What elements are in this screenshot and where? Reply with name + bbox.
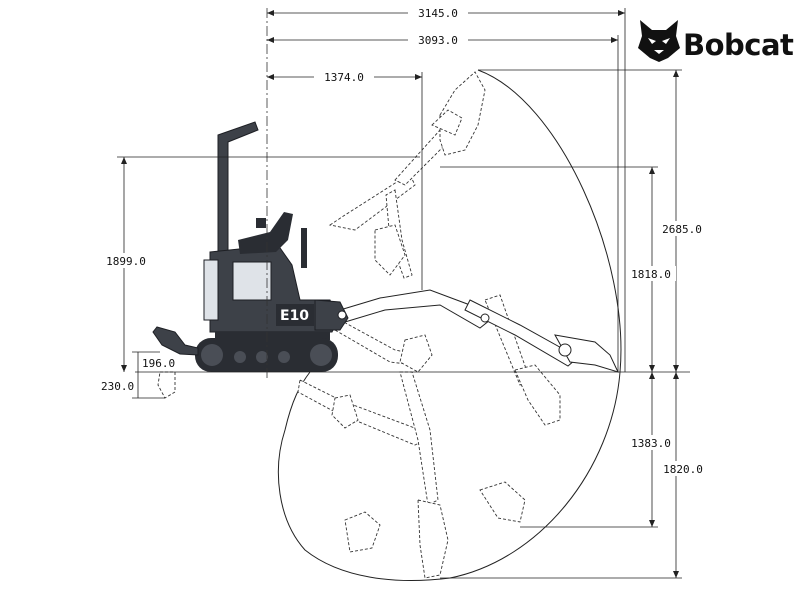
- ghost-arm-positions: [297, 71, 561, 579]
- dimension-lines: 3145.0 3093.0 1374.0 1899.0 196.0 230.0: [100, 5, 708, 579]
- extended-arm: [339, 289, 619, 373]
- boom-lever: [301, 228, 307, 268]
- track-rollers: [201, 344, 332, 366]
- dim-label-left-height: 1899.0: [106, 255, 146, 268]
- dim-label-right-inner-height: 1818.0: [631, 268, 671, 281]
- ghost-boom-raised: [328, 174, 416, 231]
- ghost-bucket-top: [439, 71, 486, 156]
- ghost-bucket-deep-left: [344, 511, 381, 553]
- dim-label-top-second: 3093.0: [418, 34, 458, 47]
- swing-bracket: [314, 299, 349, 331]
- excavator-machine: E10: [152, 121, 349, 399]
- rear-panel: [203, 259, 219, 321]
- ghost-bucket-low-left: [331, 394, 359, 429]
- dim-label-blade-drop: 230.0: [101, 380, 134, 393]
- ghost-bucket-right: [514, 364, 561, 426]
- rops-frame: [217, 121, 259, 256]
- dim-label-top-overall: 3145.0: [418, 7, 458, 20]
- dim-label-right-outer-height: 2685.0: [662, 223, 702, 236]
- dim-label-bg: [408, 5, 468, 20]
- dim-label-top-short: 1374.0: [324, 71, 364, 84]
- dim-label-right-outer-depth: 1820.0: [663, 463, 703, 476]
- model-badge: E10: [280, 308, 309, 324]
- extended-pin-2: [558, 343, 572, 357]
- ghost-bucket-deep-right: [479, 481, 526, 523]
- ghost-bucket-near: [399, 334, 433, 373]
- control-lever: [256, 218, 266, 228]
- operator-seat: [238, 212, 293, 254]
- dim-label-right-inner-depth: 1383.0: [631, 437, 671, 450]
- dozer-blade: [152, 326, 199, 356]
- extended-stick: [464, 299, 576, 367]
- dim-label-blade-lift: 196.0: [142, 357, 175, 370]
- brand-logo: Bobcat: [638, 20, 795, 62]
- extended-pin-1: [480, 313, 490, 323]
- ghost-bucket-deep: [417, 499, 449, 579]
- ghost-bucket-top-2: [431, 109, 463, 136]
- cab-window: [232, 261, 272, 301]
- extended-boom: [339, 289, 491, 329]
- ghost-stick-mid: [385, 189, 413, 279]
- swing-pin: [337, 310, 347, 320]
- ghost-dozer-blade-low: [157, 371, 176, 399]
- ghost-bucket-mid: [374, 224, 406, 276]
- bobcat-head-icon: [638, 20, 680, 62]
- ghost-boom-mid: [334, 319, 421, 366]
- brand-name: Bobcat: [683, 28, 794, 62]
- undercarriage-frame: [215, 332, 330, 340]
- model-badge-plate: [276, 304, 314, 326]
